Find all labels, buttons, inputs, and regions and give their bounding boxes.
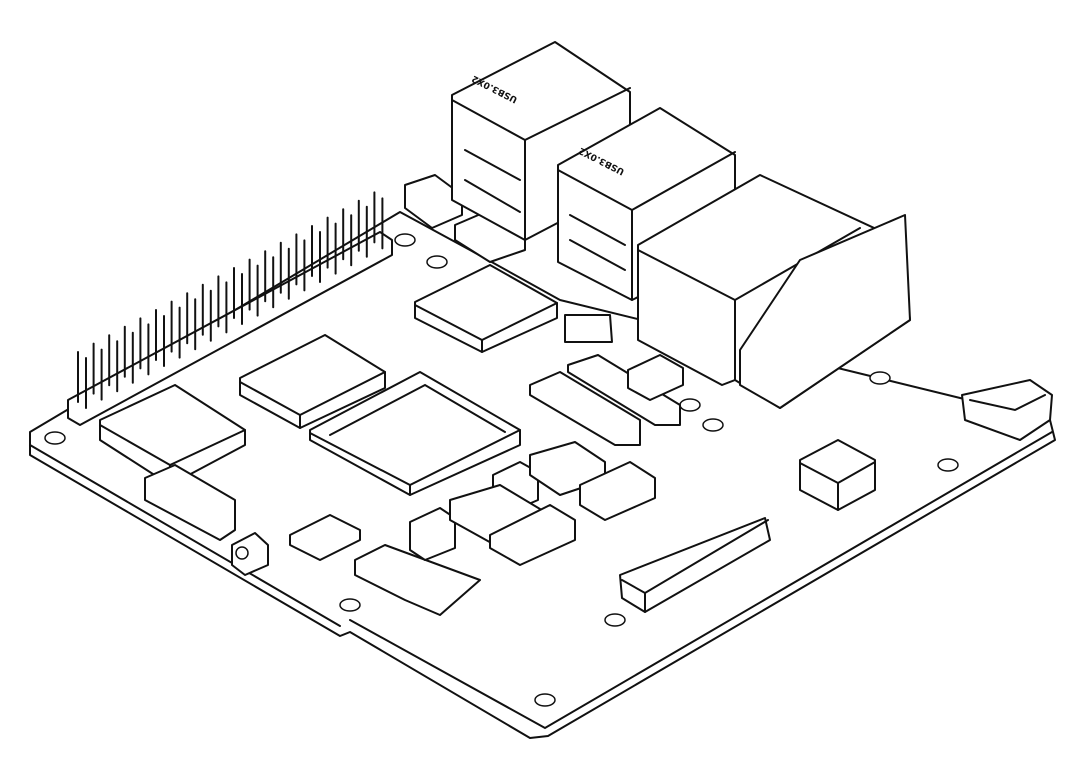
- push-button: [231, 532, 269, 576]
- chips: [99, 209, 771, 613]
- ethernet-port: [637, 174, 911, 409]
- usb-c-port: [961, 379, 1053, 441]
- mounting-holes: [44, 233, 959, 707]
- gpio-header: [67, 191, 393, 426]
- pin-headers: [627, 354, 876, 511]
- jst-connectors: [404, 174, 656, 566]
- ribbon-connectors: [144, 354, 681, 616]
